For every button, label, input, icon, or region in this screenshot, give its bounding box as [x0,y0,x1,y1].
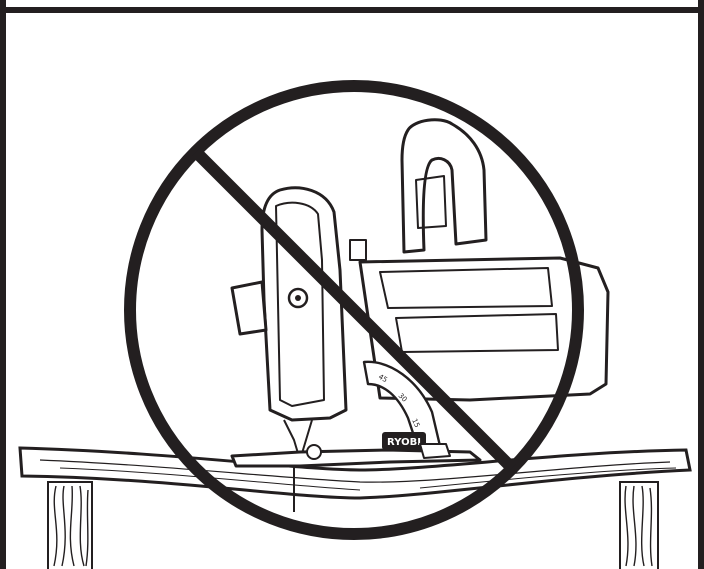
left-support-block [47,481,93,569]
bevel-scale: 45 30 15 [377,373,421,429]
circular-saw: 45 30 15 RYOBI [230,118,610,512]
saw-base-plate [230,448,482,468]
svg-text:30: 30 [397,392,409,404]
saw-handle [400,118,488,254]
svg-text:RYOBI: RYOBI [387,437,421,448]
front-knob [230,280,268,336]
right-support-block [619,481,659,569]
prohibition-icon [124,80,584,540]
brand-badge: RYOBI [382,432,426,450]
svg-text:15: 15 [410,417,421,428]
svg-text:45: 45 [377,373,389,384]
